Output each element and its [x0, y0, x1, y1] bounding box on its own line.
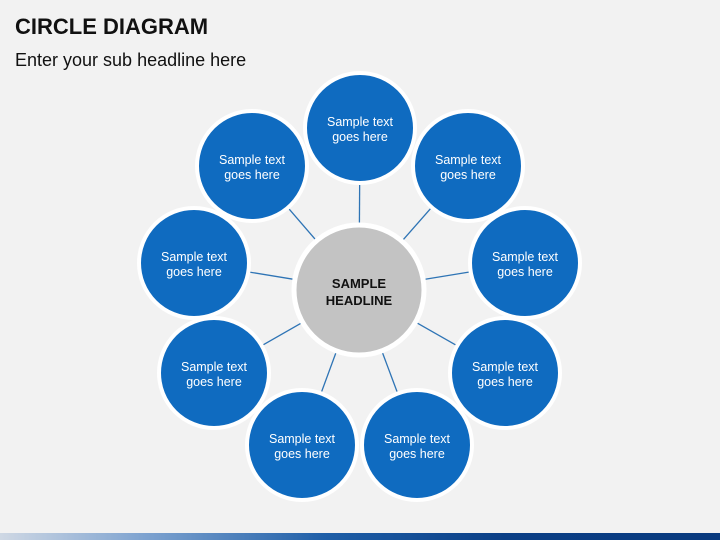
outer-node-5: Sample text goes here	[360, 388, 474, 502]
node-label-line-1: Sample text	[435, 153, 502, 167]
node-label-line-1: Sample text	[181, 360, 248, 374]
connector-line-2	[402, 208, 431, 241]
center-node: SAMPLE HEADLINE	[291, 222, 427, 358]
node-label-line-1: Sample text	[327, 115, 394, 129]
node-circle	[448, 316, 562, 430]
node-circle	[137, 206, 251, 320]
center-label-line-1: SAMPLE	[332, 276, 387, 291]
node-label-line-2: goes here	[274, 447, 330, 461]
outer-node-7: Sample text goes here	[157, 316, 271, 430]
connector-line-6	[321, 352, 337, 392]
node-circle	[411, 109, 525, 223]
connector-line-4	[416, 322, 456, 346]
node-label-line-1: Sample text	[492, 250, 559, 264]
node-label-line-1: Sample text	[269, 432, 336, 446]
node-label-line-1: Sample text	[472, 360, 539, 374]
node-label-line-2: goes here	[389, 447, 445, 461]
connector-line-3	[425, 271, 469, 280]
node-label-line-1: Sample text	[219, 153, 286, 167]
node-label-line-1: Sample text	[384, 432, 451, 446]
node-circle	[360, 388, 474, 502]
node-label-line-2: goes here	[166, 265, 222, 279]
connectors	[250, 184, 469, 392]
node-label-line-2: goes here	[440, 168, 496, 182]
outer-node-9: Sample text goes here	[195, 109, 309, 223]
connector-line-8	[250, 271, 293, 280]
node-circle	[303, 71, 417, 185]
page-subtitle: Enter your sub headline here	[15, 50, 247, 70]
node-label-line-2: goes here	[186, 375, 242, 389]
node-label-line-2: goes here	[332, 130, 388, 144]
page-title: CIRCLE DIAGRAM	[15, 14, 209, 39]
connector-line-9	[288, 208, 316, 240]
node-label-line-2: goes here	[477, 375, 533, 389]
node-label-line-2: goes here	[497, 265, 553, 279]
center-label-line-2: HEADLINE	[326, 293, 393, 308]
node-circle	[245, 388, 359, 502]
node-label-line-2: goes here	[224, 168, 280, 182]
node-circle	[195, 109, 309, 223]
outer-node-8: Sample text goes here	[137, 206, 251, 320]
node-circle	[468, 206, 582, 320]
center-circle	[291, 222, 427, 358]
connector-line-5	[381, 352, 398, 392]
node-label-line-1: Sample text	[161, 250, 228, 264]
outer-node-2: Sample text goes here	[411, 109, 525, 223]
outer-node-6: Sample text goes here	[245, 388, 359, 502]
bottom-accent-bar	[0, 533, 720, 540]
outer-node-3: Sample text goes here	[468, 206, 582, 320]
connector-line-7	[263, 322, 302, 346]
outer-node-1: Sample text goes here	[303, 71, 417, 185]
outer-node-4: Sample text goes here	[448, 316, 562, 430]
node-circle	[157, 316, 271, 430]
